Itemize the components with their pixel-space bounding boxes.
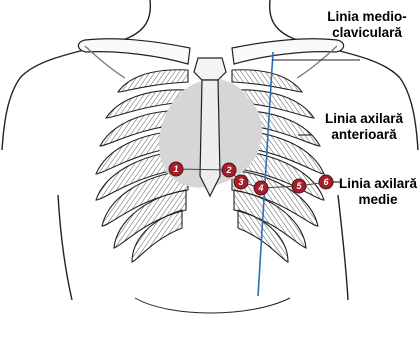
electrode-v4: 4 [254, 181, 268, 195]
label-anterior-axillary-line: Linia axilară anterioară [311, 111, 417, 143]
electrode-v6: 6 [319, 175, 333, 189]
electrode-v2: 2 [222, 163, 236, 177]
label-anterior-axillary-line-1: Linia axilară [311, 111, 417, 127]
svg-text:4: 4 [257, 183, 263, 193]
label-anterior-axillary-line-2: anterioară [311, 127, 417, 143]
svg-text:2: 2 [225, 165, 231, 175]
electrode-v1: 1 [169, 162, 183, 176]
label-midclavicular-line-1: Linia medio- [312, 9, 420, 25]
electrode-v3: 3 [234, 175, 248, 189]
electrode-v5: 5 [292, 179, 306, 193]
label-mid-axillary-line-2: medie [336, 192, 420, 208]
label-midclavicular-line-2: claviculară [312, 25, 420, 41]
label-mid-axillary-line-1: Linia axilară [336, 176, 420, 192]
label-midclavicular-line: Linia medio- claviculară [312, 9, 420, 41]
svg-text:3: 3 [238, 177, 243, 187]
svg-text:1: 1 [173, 164, 178, 174]
label-mid-axillary-line: Linia axilară medie [336, 176, 420, 208]
